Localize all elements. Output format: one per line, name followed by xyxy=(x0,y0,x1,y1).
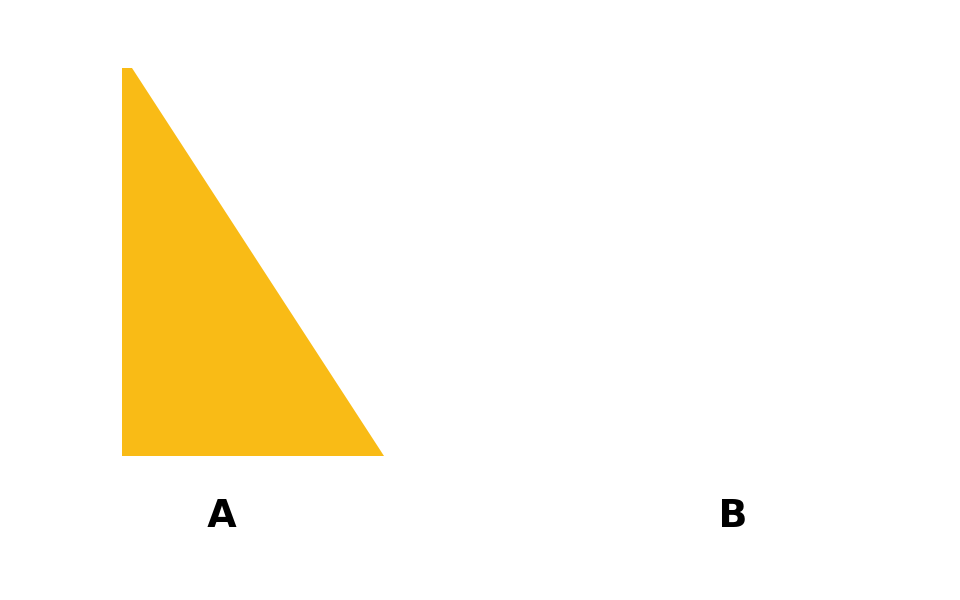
panel-a: A xyxy=(122,68,384,536)
panel-a-canvas xyxy=(122,68,384,456)
right-triangle xyxy=(122,68,384,456)
panel-a-label: A xyxy=(207,492,237,536)
panel-b: B xyxy=(480,0,960,600)
panel-b-label: B xyxy=(718,492,748,536)
